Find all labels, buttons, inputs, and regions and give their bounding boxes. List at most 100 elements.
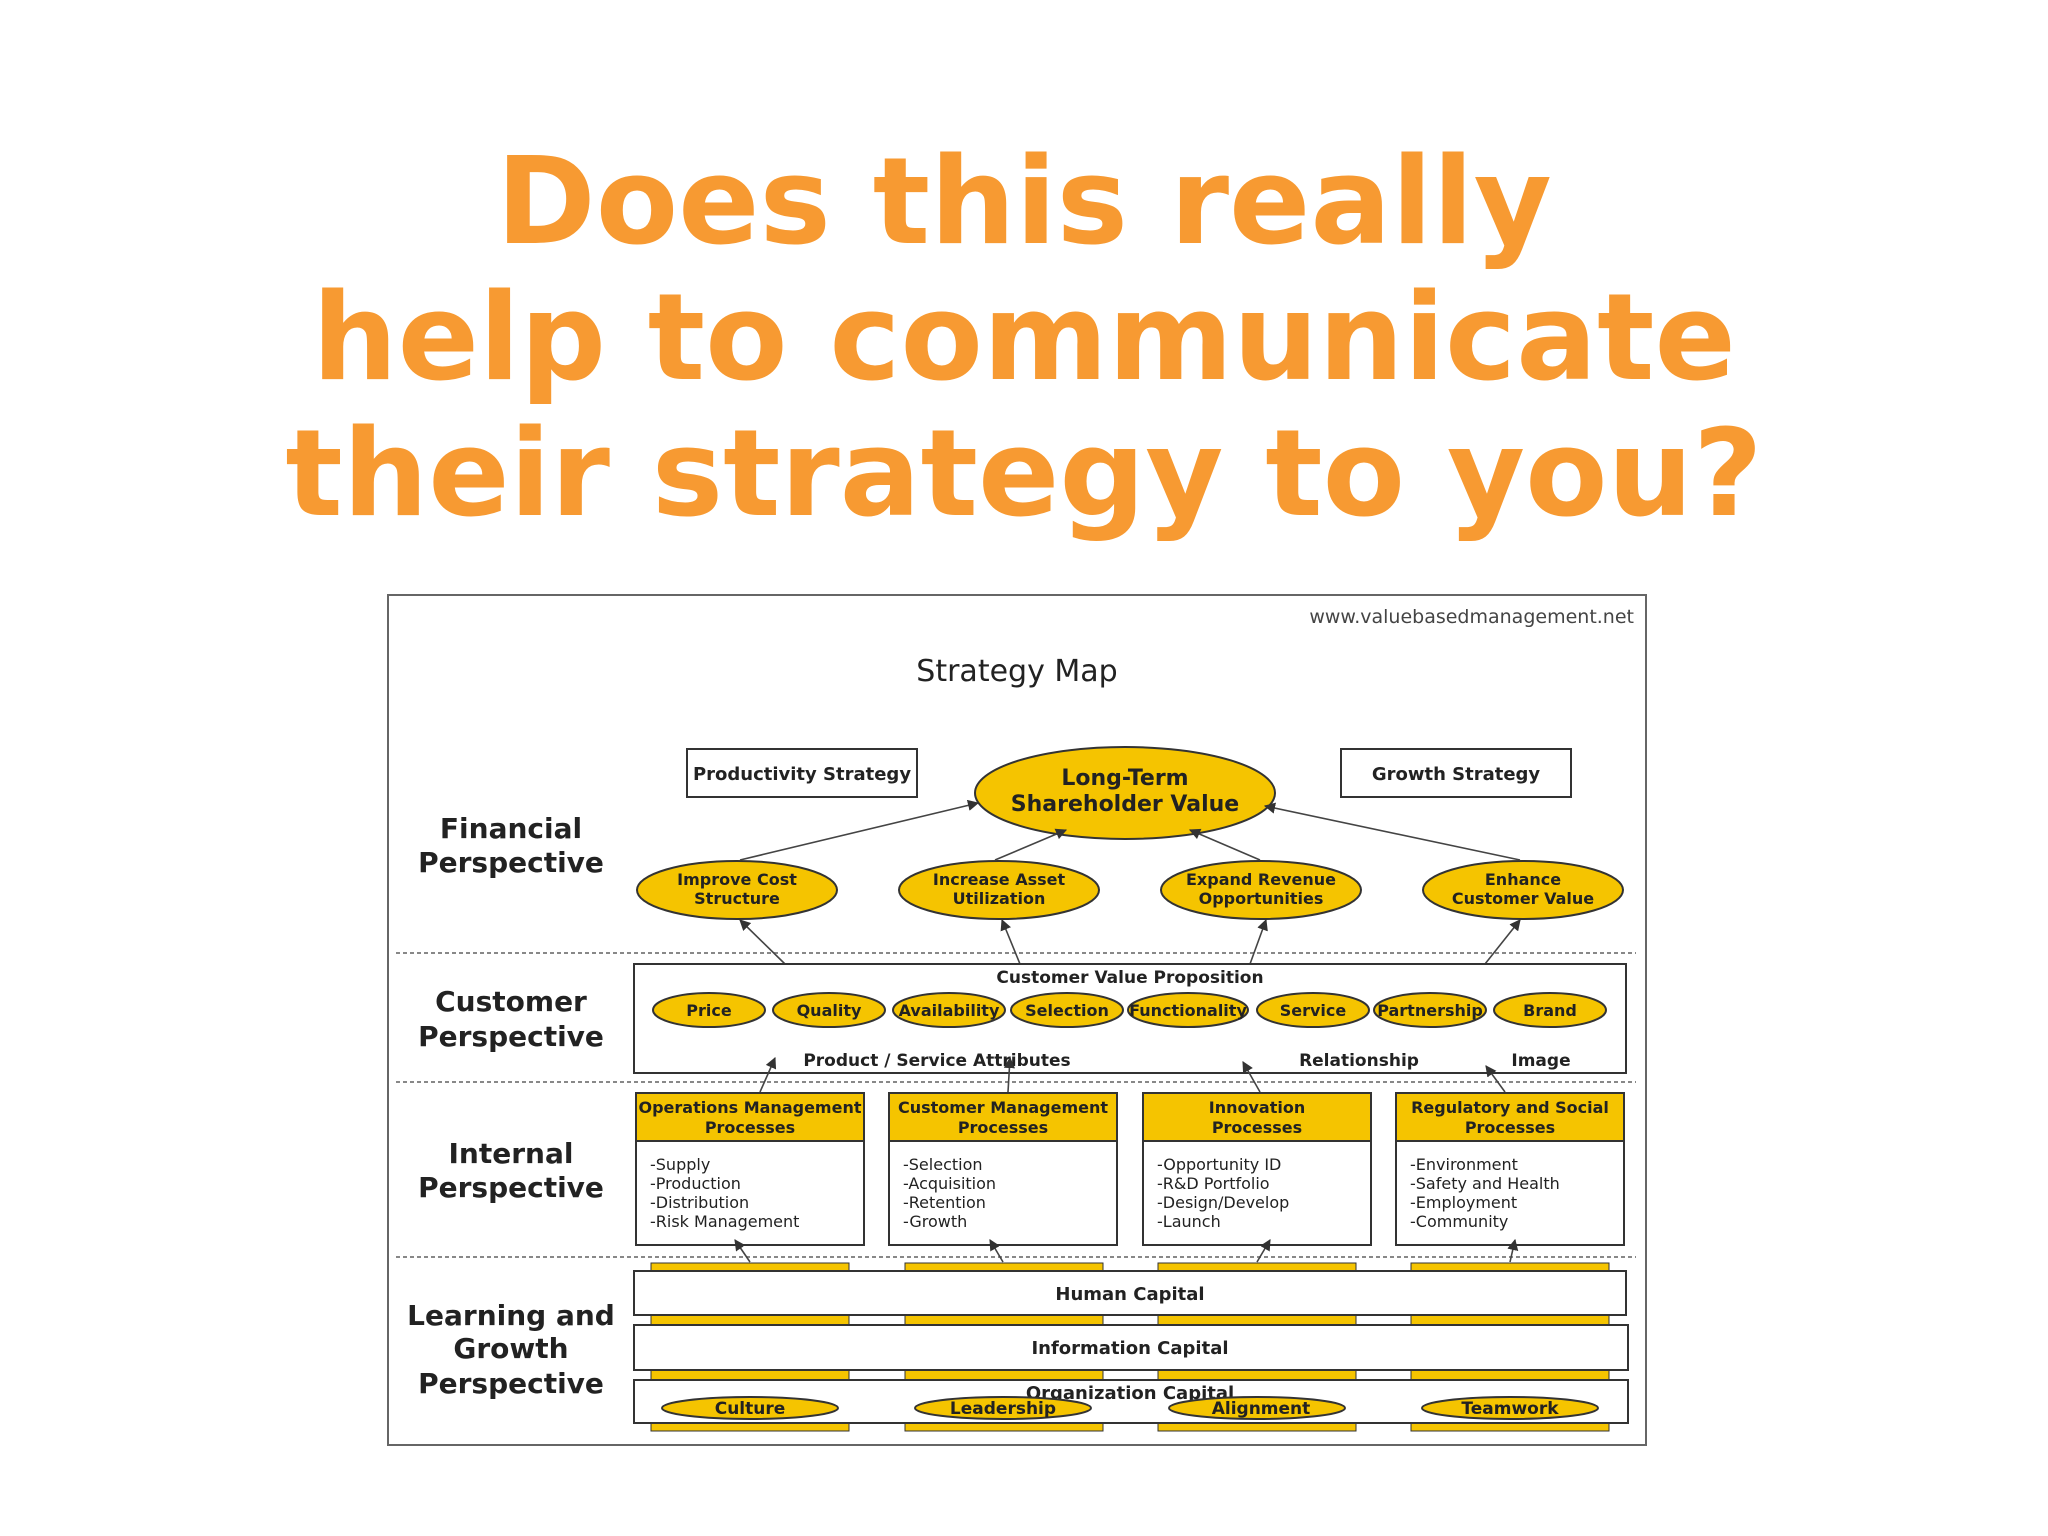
arrow — [1000, 918, 1021, 965]
arrow — [739, 919, 786, 965]
objective-label: Utilization — [953, 889, 1046, 908]
shareholder-value-label: Shareholder Value — [1011, 792, 1239, 817]
pillar-segment — [1410, 1314, 1610, 1326]
pillar-segment — [904, 1369, 1104, 1381]
objective-label: Opportunities — [1199, 889, 1324, 908]
organization-item-label: Teamwork — [1461, 1399, 1559, 1419]
process-item: -Design/Develop — [1157, 1193, 1289, 1212]
attribute-label: Price — [686, 1001, 732, 1020]
pillar-segment — [650, 1422, 850, 1432]
pillar-segment — [1157, 1314, 1357, 1326]
process-item: -Growth — [903, 1212, 967, 1231]
objective-label: Customer Value — [1452, 889, 1594, 908]
process-item: -Acquisition — [903, 1174, 996, 1193]
arrow — [1249, 918, 1268, 965]
arrow — [1188, 828, 1261, 861]
attribute-ellipse — [652, 992, 766, 1028]
arrow — [1484, 919, 1521, 965]
objective-label: Improve Cost — [677, 870, 797, 889]
customer-arrows — [759, 1056, 1506, 1093]
information-capital-label: Information Capital — [1031, 1338, 1228, 1359]
pillar-segment — [904, 1262, 1104, 1272]
process-title: Regulatory and Social — [1411, 1098, 1609, 1117]
attribute-label: Service — [1280, 1001, 1347, 1020]
process-item: -Production — [650, 1174, 741, 1193]
attribute-ellipse — [892, 992, 1006, 1028]
arrow — [1263, 802, 1521, 861]
objective-ellipse — [898, 860, 1100, 920]
organization-item-label: Culture — [715, 1399, 786, 1419]
process-item: -Opportunity ID — [1157, 1155, 1281, 1174]
objective-ellipse — [1422, 860, 1624, 920]
internal-perspective-label: Perspective — [418, 1171, 604, 1204]
process-title: Operations Management — [639, 1098, 862, 1117]
pillar-segment — [904, 1422, 1104, 1432]
growth-strategy-label: Growth Strategy — [1372, 764, 1541, 785]
process-item: -Safety and Health — [1410, 1174, 1560, 1193]
customer-perspective-label: Customer — [435, 985, 587, 1018]
attribute-label: Functionality — [1129, 1001, 1247, 1020]
arrow — [759, 1056, 777, 1093]
slide-title: Does this really help to communicate the… — [0, 135, 2048, 543]
diagram-title: Strategy Map — [916, 654, 1117, 689]
arrow — [1256, 1239, 1271, 1263]
process-item: -Distribution — [650, 1193, 749, 1212]
organization-capital-label: Organization Capital — [1026, 1383, 1234, 1404]
arrow — [734, 1239, 751, 1263]
process-title: Processes — [958, 1118, 1048, 1137]
organization-item-label: Alignment — [1212, 1399, 1311, 1419]
process-item: -Selection — [903, 1155, 983, 1174]
process-header — [1142, 1092, 1372, 1142]
slide-title-line: Does this really — [496, 133, 1552, 272]
pillar-segment — [1410, 1369, 1610, 1381]
relationship-label: Relationship — [1299, 1051, 1419, 1071]
attribute-ellipse — [1493, 992, 1607, 1028]
process-title: Customer Management — [898, 1098, 1108, 1117]
process-title: Processes — [705, 1118, 795, 1137]
objective-label: Increase Asset — [933, 870, 1066, 889]
pillar-segment — [1157, 1369, 1357, 1381]
human-capital-bar — [633, 1270, 1627, 1316]
attribute-ellipse — [1373, 992, 1487, 1028]
slide-title-line: their strategy to you? — [285, 405, 1763, 544]
process-header — [635, 1092, 865, 1142]
attribute-label: Selection — [1025, 1001, 1109, 1020]
productivity-strategy-label: Productivity Strategy — [693, 764, 911, 785]
productivity-strategy-box — [686, 748, 918, 798]
arrow — [1003, 1056, 1015, 1093]
organization-item-label: Leadership — [950, 1399, 1056, 1419]
attribute-label: Partnership — [1377, 1001, 1483, 1020]
process-item: -Community — [1410, 1212, 1508, 1231]
pillar-segment — [1410, 1422, 1610, 1432]
pillar-segment — [650, 1369, 850, 1381]
process-item: -Employment — [1410, 1193, 1517, 1212]
process-title: Processes — [1465, 1118, 1555, 1137]
learning-arrows — [734, 1238, 1519, 1263]
customer-value-proposition: Customer Value Proposition — [996, 968, 1263, 988]
attribute-ellipse — [1127, 992, 1249, 1028]
attribute-ellipse — [772, 992, 886, 1028]
process-title: Processes — [1212, 1118, 1302, 1137]
process-item: -Environment — [1410, 1155, 1518, 1174]
pillar-segment — [1410, 1262, 1610, 1272]
image-label: Image — [1511, 1051, 1570, 1071]
pillar-segment — [1157, 1262, 1357, 1272]
human-capital-label: Human Capital — [1055, 1284, 1204, 1305]
attribute-label: Availability — [899, 1001, 1000, 1020]
process-item: -Retention — [903, 1193, 986, 1212]
process-item: -R&D Portfolio — [1157, 1174, 1270, 1193]
information-capital-bar — [633, 1324, 1629, 1371]
objective-ellipse — [636, 860, 838, 920]
organization-item-ellipse — [1421, 1396, 1599, 1420]
attribute-ellipse — [1010, 992, 1124, 1028]
arrow — [989, 1239, 1004, 1263]
shareholder-value-ellipse — [974, 746, 1276, 840]
learning-perspective-label: Learning and — [407, 1299, 615, 1332]
process-header — [1395, 1092, 1625, 1142]
pillar-segment — [1157, 1422, 1357, 1432]
arrow — [739, 799, 980, 861]
attribute-label: Quality — [797, 1001, 862, 1020]
customer-perspective-label: Perspective — [418, 1020, 604, 1053]
slide-title-line: help to communicate — [312, 269, 1736, 408]
